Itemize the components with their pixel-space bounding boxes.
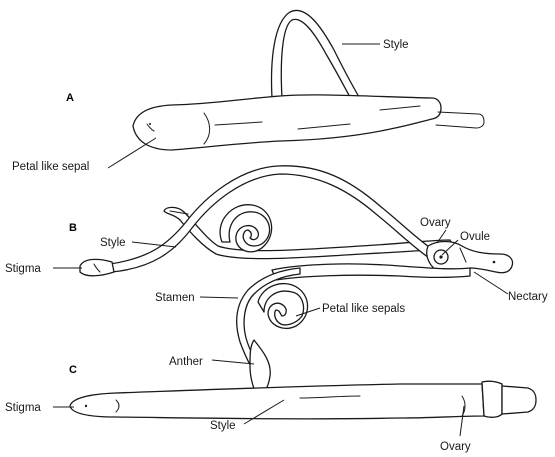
panel-c-receptacle-cap [502,386,536,414]
label-b-ovary: Ovary [420,217,451,229]
panel-b-letter: B [69,222,77,234]
leader-b-nectary [474,272,508,294]
label-b-style: Style [100,237,126,249]
panel-b: B Ovary Ovule Style Stig [5,166,548,411]
panel-b-receptacle-dot [493,261,496,264]
label-b-anther: Anther [169,356,203,368]
label-a-style: Style [383,39,409,51]
panel-a-sepal-body [133,95,441,150]
panel-a: A Style Petal like sepal [12,10,484,173]
label-b-ovule: Ovule [460,231,490,243]
panel-c-ovary-end [482,381,502,417]
panel-c-style-tube [70,384,484,419]
leader-b-stamen [200,297,238,298]
label-b-stigma: Stigma [5,263,41,275]
panel-b-stigma [80,259,114,275]
label-c-stigma: Stigma [5,402,41,414]
panel-c: C Stigma Style Ovary [5,364,536,453]
label-b-petal-like-sepals: Petal like sepals [322,303,405,315]
label-c-style: Style [210,420,236,432]
leader-a-petal-like-sepal [108,138,156,168]
label-a-petal-like-sepal: Petal like sepal [12,161,89,173]
label-c-ovary: Ovary [440,441,471,453]
panel-a-letter: A [66,92,74,104]
panel-b-upper-coil [220,205,272,252]
panel-c-stigma-dot [85,405,87,407]
panel-b-ovule-dot [439,255,442,258]
panel-a-style-shape [272,10,362,104]
panel-c-letter: C [69,364,77,376]
panel-b-lower-coil [258,284,308,329]
panel-a-head-dot [149,123,151,125]
panel-a-tip-stub [436,112,484,128]
label-b-stamen: Stamen [155,292,195,304]
label-b-nectary: Nectary [508,291,548,303]
